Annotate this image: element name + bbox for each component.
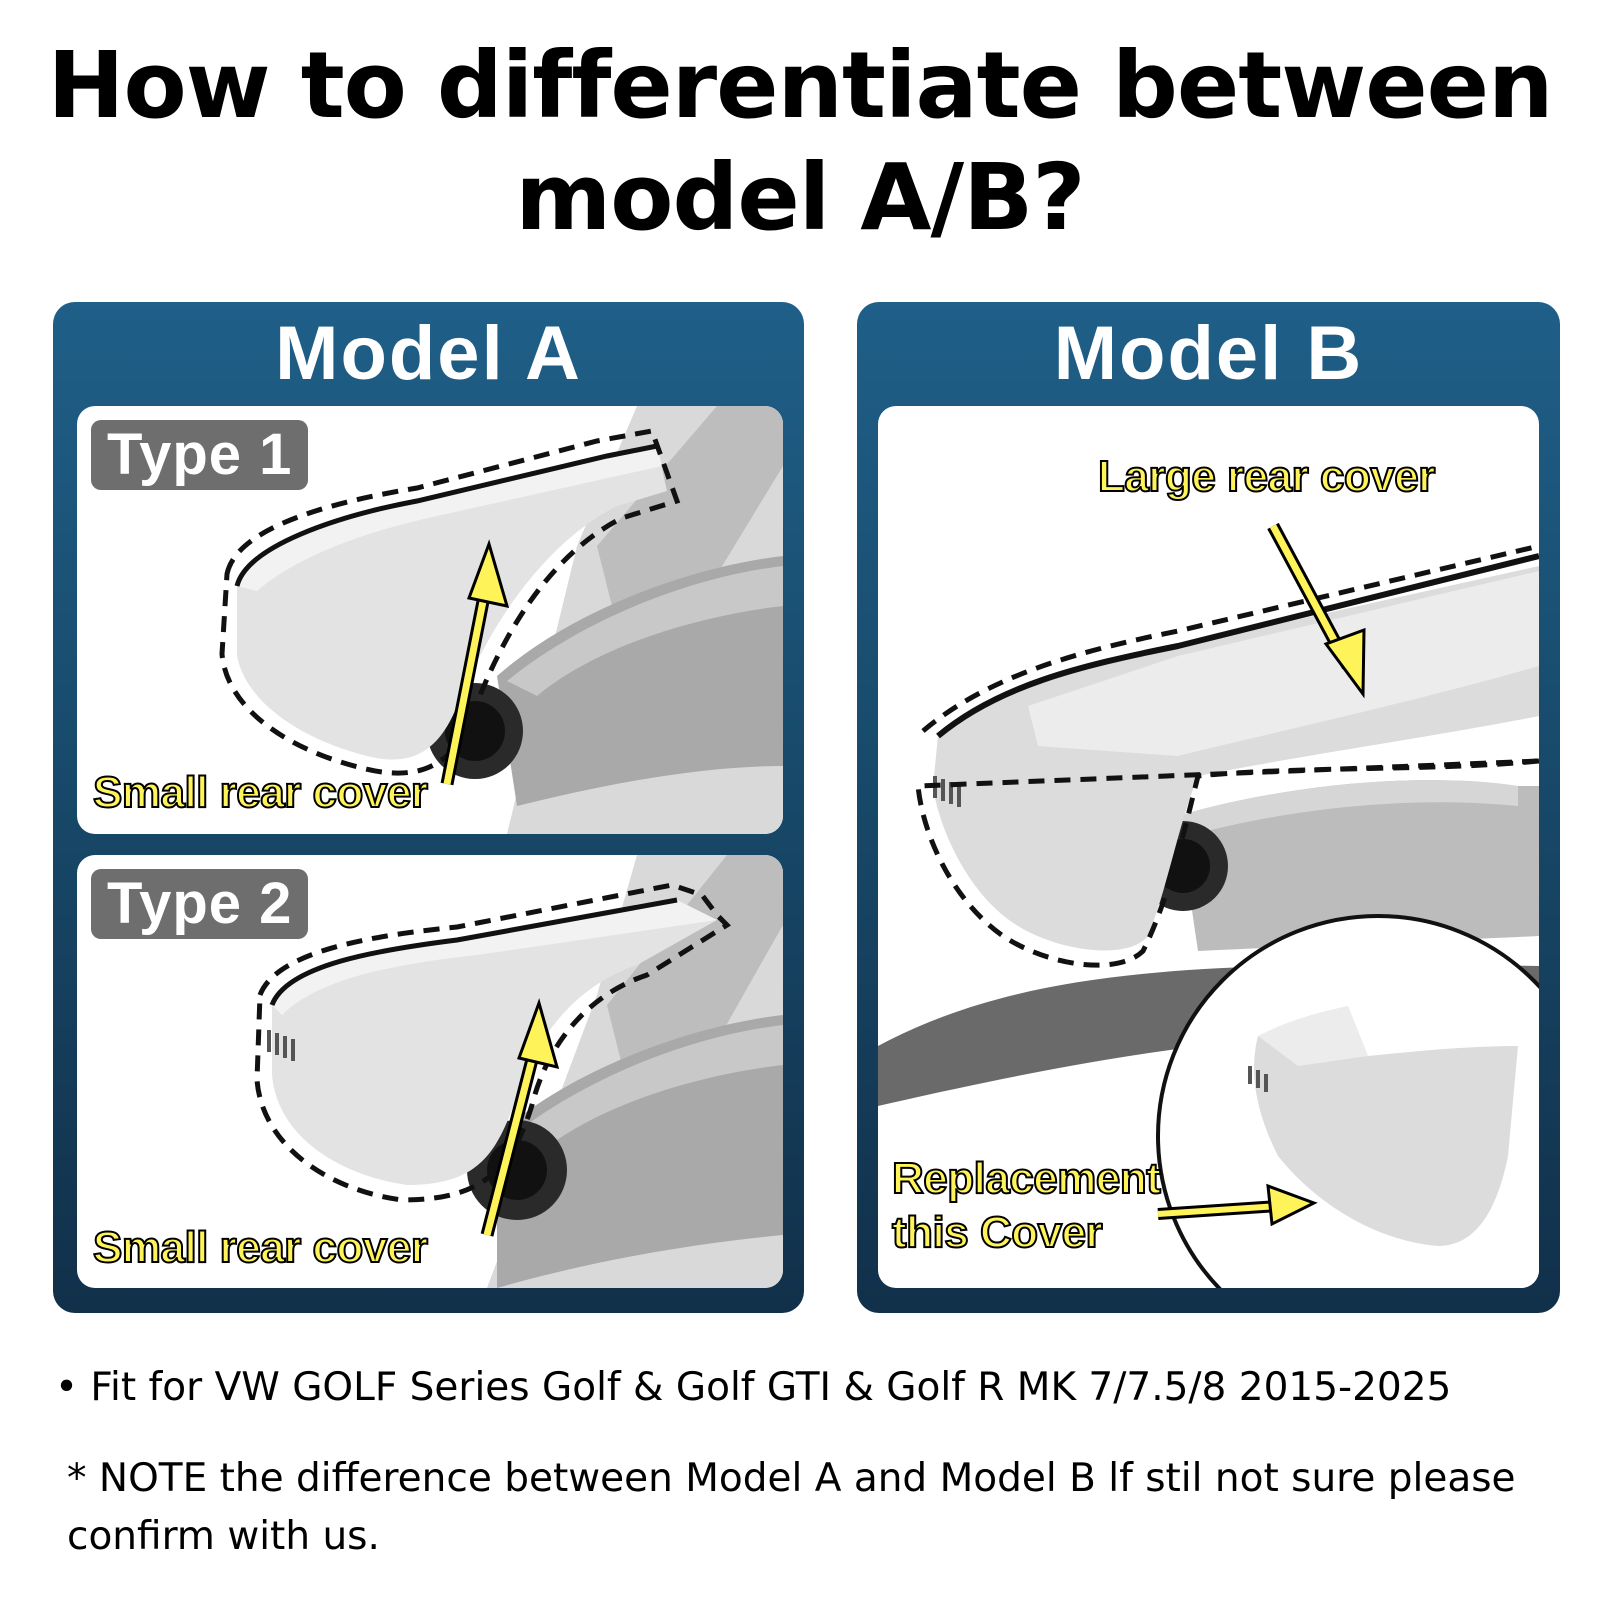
page-title: How to differentiate between model A/B? [0,30,1600,254]
type1-camera-illustration [219,406,783,834]
notes-section: • Fit for VW GOLF Series Golf & Golf GTI… [55,1362,1555,1559]
page-title-line1: How to differentiate between [47,32,1553,139]
fit-text: Fit for VW GOLF Series Golf & Golf GTI &… [90,1365,1452,1410]
model-a-panel: Model A Type 1 Small rear cover [53,302,804,1313]
replacement-cover-line1: Replacement [891,1153,1162,1204]
type1-small-rear-cover-label: Small rear cover [92,767,429,818]
replacement-cover-label: Replacement this Cover [891,1152,1162,1260]
fit-info: • Fit for VW GOLF Series Golf & Golf GTI… [55,1362,1555,1414]
replacement-cover-line2: this Cover [891,1207,1104,1258]
large-rear-cover-label: Large rear cover [1097,451,1436,502]
model-a-title: Model A [275,311,582,396]
type2-badge: Type 2 [91,869,309,939]
note-text: * NOTE the difference between Model A an… [67,1456,1516,1559]
page-title-line2: model A/B? [515,144,1085,251]
model-b-card: Large rear cover Replacement this Cover [878,406,1539,1288]
type1-badge: Type 1 [91,420,309,490]
type2-camera-illustration [254,855,783,1288]
type2-small-rear-cover-label: Small rear cover [92,1222,429,1273]
model-a-type1-card: Type 1 Small rear cover [77,406,783,834]
model-a-type2-card: Type 2 Small rear cover [77,855,783,1288]
model-b-camera-illustration [878,522,1539,1288]
model-b-panel: Model B [857,302,1560,1313]
model-b-title: Model B [1053,311,1364,396]
bullet-dot: • [55,1365,79,1410]
